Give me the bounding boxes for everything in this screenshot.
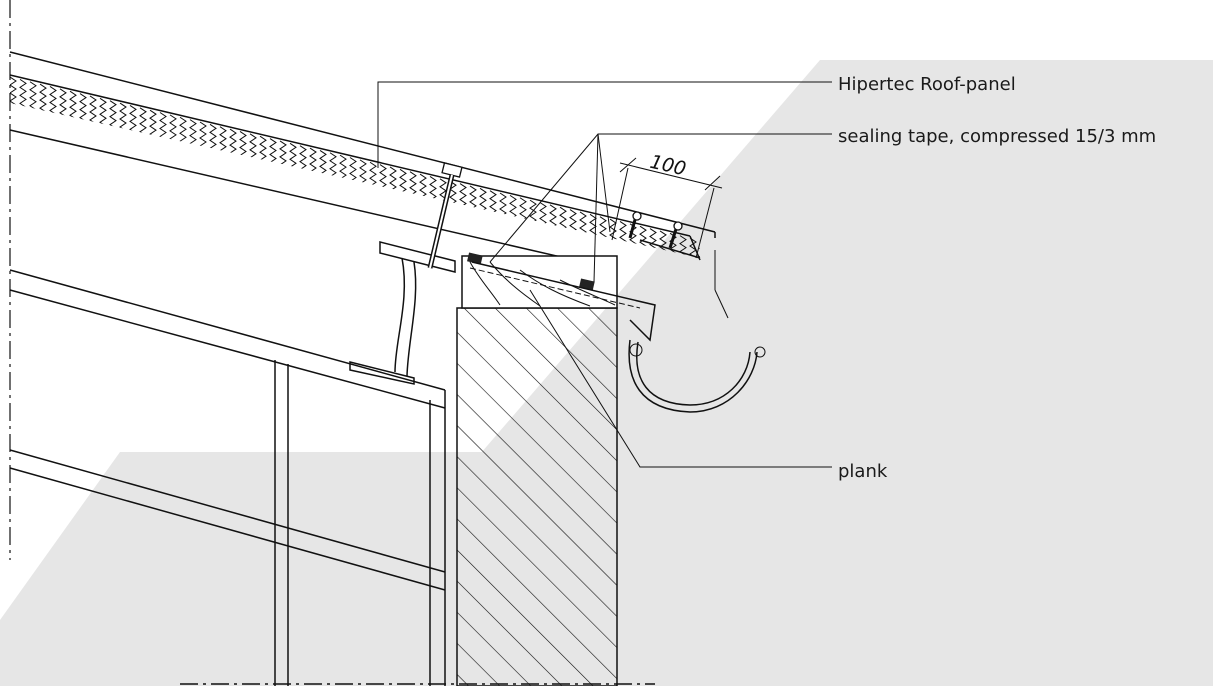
insulation-zigzag-stroke — [409, 171, 417, 213]
insulation-zigzag-stroke — [529, 199, 537, 241]
insulation-zigzag-stroke — [319, 149, 327, 191]
i-beam-purlin — [349, 241, 456, 385]
insulation-zigzag-stroke — [119, 102, 127, 144]
insulation-zigzag-stroke — [359, 159, 367, 201]
insulation-zigzag-stroke — [69, 90, 77, 132]
insulation-zigzag-stroke — [309, 147, 317, 189]
insulation-zigzag-stroke — [239, 131, 247, 172]
leader-lines — [377, 81, 832, 468]
insulation-zigzag-stroke — [599, 216, 607, 258]
insulation-zigzag-stroke — [379, 164, 387, 206]
insulation-zigzag-stroke — [479, 187, 487, 229]
insulation-zigzag-stroke — [499, 192, 507, 234]
insulation-zigzag-stroke — [469, 185, 477, 227]
insulation-zigzag-stroke — [639, 225, 647, 258]
insulation-zigzag-stroke — [509, 194, 517, 236]
insulation-zigzag-stroke — [459, 183, 467, 224]
insulation-zigzag-stroke — [389, 166, 397, 208]
insulation-zigzag-stroke — [79, 93, 87, 134]
insulation-zigzag-stroke — [339, 154, 347, 196]
insulation-zigzag-stroke — [549, 204, 557, 246]
insulation-zigzag-stroke — [419, 173, 427, 215]
insulation-zigzag-stroke — [229, 128, 237, 170]
insulation-zigzag-stroke — [429, 176, 437, 217]
dimension-value: 100 — [648, 151, 688, 181]
leader-plank — [529, 289, 832, 468]
insulation-zigzag-stroke — [159, 112, 167, 153]
steel-structure — [9, 269, 446, 686]
insulation-zigzag-stroke — [349, 157, 357, 198]
insulation-zigzag-stroke — [139, 107, 147, 149]
sealing-tape-inner — [467, 252, 483, 265]
insulation-zigzag-stroke — [559, 206, 567, 248]
insulation-zigzag-stroke — [129, 104, 137, 146]
insulation-zigzag-stroke — [19, 78, 27, 120]
insulation-zigzag-stroke — [89, 95, 97, 137]
label-sealing-tape: sealing tape, compressed 15/3 mm — [838, 126, 1157, 147]
insulation-zigzag-stroke — [39, 83, 47, 125]
insulation-zigzag-stroke — [189, 119, 197, 161]
insulation-zigzag-stroke — [169, 114, 177, 156]
gutter — [628, 339, 766, 413]
insulation-zigzag-stroke — [99, 97, 107, 139]
insulation-zigzag-stroke — [299, 145, 307, 187]
insulation-zigzag-stroke — [249, 133, 257, 175]
insulation-zigzag-stroke — [49, 86, 57, 127]
roof-panel — [9, 51, 716, 267]
insulation-zigzag-stroke — [199, 121, 207, 163]
insulation-core — [10, 76, 700, 258]
eave-flashing — [471, 261, 656, 342]
timber-wall — [456, 255, 618, 686]
insulation-zigzag-stroke — [59, 88, 67, 130]
insulation-zigzag-stroke — [489, 190, 497, 232]
insulation-zigzag-stroke — [29, 81, 37, 123]
insulation-zigzag-stroke — [259, 135, 267, 177]
insulation-zigzag-stroke — [269, 138, 277, 179]
insulation-zigzag-stroke — [519, 197, 527, 239]
insulation-zigzag-stroke — [619, 221, 627, 258]
insulation-zigzag-stroke — [10, 76, 17, 118]
insulation-zigzag-stroke — [179, 116, 187, 158]
insulation-zigzag-stroke — [369, 161, 377, 203]
insulation-zigzag-stroke — [329, 152, 337, 194]
insulation-zigzag-stroke — [279, 140, 287, 182]
label-roof-panel: Hipertec Roof-panel — [838, 74, 1016, 95]
eave-fasteners — [628, 211, 683, 249]
insulation-zigzag-stroke — [149, 109, 157, 151]
leader-roof-panel — [377, 81, 832, 168]
panel-fastener — [427, 162, 463, 269]
insulation-zigzag-stroke — [399, 168, 407, 210]
insulation-zigzag-stroke — [579, 211, 587, 253]
insulation-zigzag — [10, 76, 700, 258]
insulation-zigzag-stroke — [109, 100, 117, 142]
label-plank: plank — [838, 461, 888, 482]
insulation-zigzag-stroke — [539, 202, 547, 243]
insulation-zigzag-stroke — [689, 237, 697, 258]
insulation-zigzag-stroke — [219, 126, 227, 168]
insulation-zigzag-stroke — [209, 123, 217, 165]
insulation-zigzag-stroke — [289, 142, 297, 184]
insulation-zigzag-stroke — [569, 209, 577, 251]
